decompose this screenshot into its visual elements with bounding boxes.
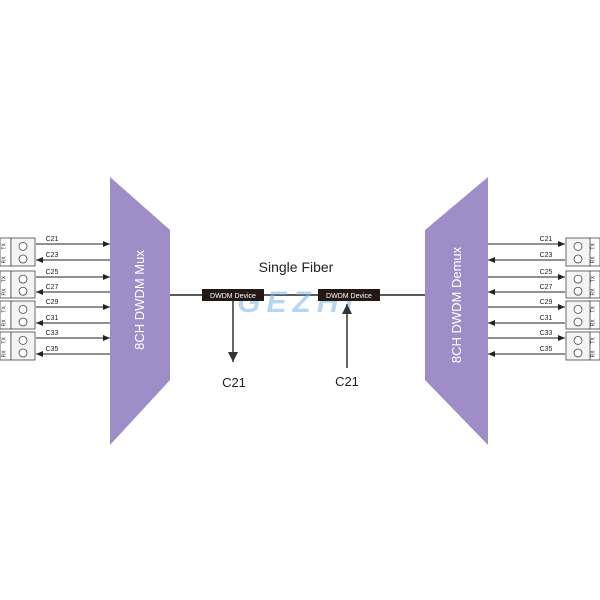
dwdm-device-label: DWDM Device xyxy=(210,293,256,300)
transceiver-port xyxy=(18,274,28,284)
tx-label: TX xyxy=(591,306,597,313)
channel-line: C27 xyxy=(488,284,565,295)
tx-label: TX xyxy=(591,243,597,250)
rx-label: RX xyxy=(591,288,597,296)
rx-label: RX xyxy=(2,288,8,296)
channel-line: C33 xyxy=(488,330,565,341)
channel-label: C21 xyxy=(540,236,553,243)
tx-label: TX xyxy=(2,306,8,313)
transceiver-port xyxy=(573,335,583,345)
transceiver-port xyxy=(573,304,583,314)
channel-label: C25 xyxy=(540,269,553,276)
tx-label: TX xyxy=(2,243,8,250)
channel-line: C27 xyxy=(36,284,110,295)
demux-label: 8CH DWDM Demux xyxy=(449,246,464,363)
rx-label: RX xyxy=(2,256,8,264)
dwdm-device-left: DWDM Device C21 xyxy=(202,289,264,390)
channel-label: C27 xyxy=(540,284,553,291)
transceiver: TX RX xyxy=(565,300,600,330)
transceiver-port xyxy=(573,241,583,251)
add-channel-label: C21 xyxy=(335,374,359,389)
mux-block: 8CH DWDM Mux xyxy=(110,177,170,445)
channel-label: C35 xyxy=(540,346,553,353)
rx-label: RX xyxy=(591,350,597,358)
dwdm-device-box xyxy=(318,289,380,301)
transceiver-port xyxy=(573,317,583,327)
channel-line: C29 xyxy=(36,299,110,310)
transceiver-port xyxy=(18,241,28,251)
transceiver: TX RX xyxy=(0,300,36,330)
transceiver-port xyxy=(18,317,28,327)
channel-label: C29 xyxy=(540,299,553,306)
transceiver-port xyxy=(18,304,28,314)
channel-label: C33 xyxy=(540,330,553,337)
channel-label: C23 xyxy=(540,252,553,259)
transceiver-port xyxy=(18,286,28,296)
channel-line: C23 xyxy=(36,252,110,263)
channel-line: C29 xyxy=(488,299,565,310)
transceiver: TX RX xyxy=(565,270,600,299)
tx-label: TX xyxy=(2,337,8,344)
tx-label: TX xyxy=(591,337,597,344)
transceiver: TX RX xyxy=(565,237,600,267)
drop-channel-label: C21 xyxy=(222,375,246,390)
channel-line: C23 xyxy=(488,252,565,263)
channel-line: C25 xyxy=(36,269,110,280)
channel-line: C25 xyxy=(488,269,565,280)
transceiver: TX RX xyxy=(0,237,36,267)
dwdm-device-right: DWDM Device C21 xyxy=(318,289,380,389)
transceiver-port xyxy=(573,254,583,264)
transceiver: TX RX xyxy=(565,331,600,361)
rx-label: RX xyxy=(2,350,8,358)
rx-label: RX xyxy=(591,256,597,264)
channel-label: C25 xyxy=(46,269,59,276)
rx-label: RX xyxy=(2,319,8,327)
transceiver-port xyxy=(18,335,28,345)
dwdm-device-box xyxy=(202,289,264,301)
transceiver-port xyxy=(18,348,28,358)
channel-label: C31 xyxy=(540,315,553,322)
channel-line: C35 xyxy=(36,346,110,357)
channel-label: C31 xyxy=(46,315,59,322)
channel-line: C31 xyxy=(488,315,565,326)
demux-block: 8CH DWDM Demux xyxy=(425,177,488,445)
mux-shape xyxy=(110,177,170,445)
mux-label: 8CH DWDM Mux xyxy=(132,250,147,350)
transceiver-port xyxy=(573,274,583,284)
single-fiber-label: Single Fiber xyxy=(259,259,334,275)
tx-label: TX xyxy=(2,275,8,282)
channel-label: C27 xyxy=(46,284,59,291)
channel-line: C33 xyxy=(36,330,110,341)
channel-label: C35 xyxy=(46,346,59,353)
channel-line: C21 xyxy=(488,236,565,247)
channel-line: C31 xyxy=(36,315,110,326)
rx-label: RX xyxy=(591,319,597,327)
channel-label: C29 xyxy=(46,299,59,306)
channel-label: C33 xyxy=(46,330,59,337)
demux-shape xyxy=(425,177,488,445)
channel-label: C21 xyxy=(46,236,59,243)
channel-line: C21 xyxy=(36,236,110,247)
transceiver-port xyxy=(573,348,583,358)
dwdm-device-label: DWDM Device xyxy=(326,293,372,300)
tx-label: TX xyxy=(591,275,597,282)
transceiver-port xyxy=(573,286,583,296)
transceiver-port xyxy=(18,254,28,264)
channel-label: C23 xyxy=(46,252,59,259)
transceiver: TX RX xyxy=(0,270,36,299)
transceiver: TX RX xyxy=(0,331,36,361)
channel-line: C35 xyxy=(488,346,565,357)
